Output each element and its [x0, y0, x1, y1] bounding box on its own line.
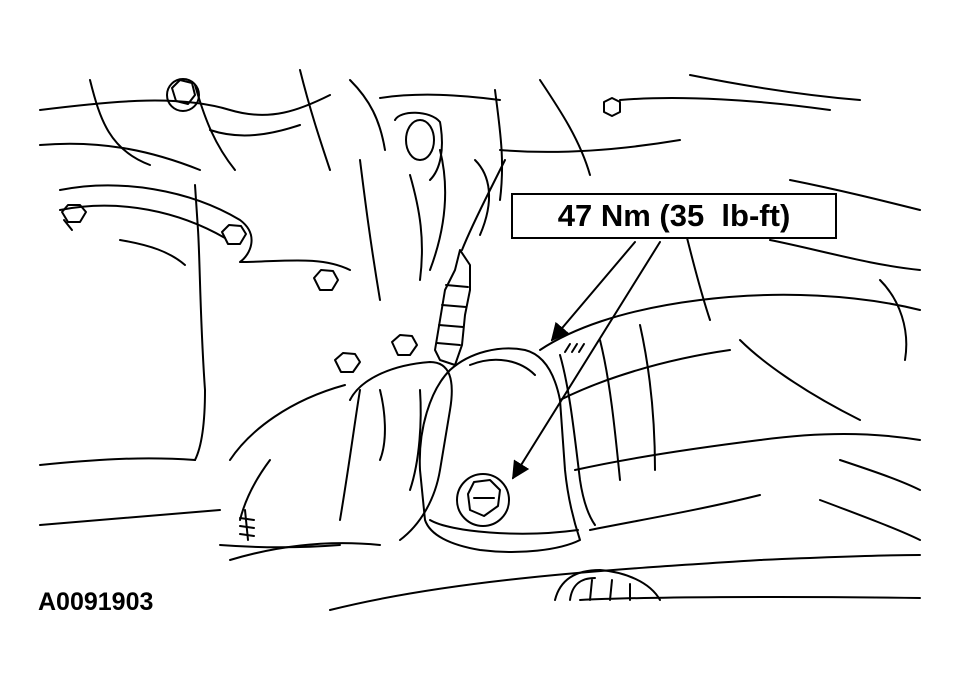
bolt-bracket-3 [314, 270, 338, 290]
leader-arrow-lower [513, 242, 660, 480]
engine-block-outline [40, 70, 502, 300]
catalyst-flange [420, 348, 580, 552]
lower-heat-shield [40, 458, 920, 610]
bolt-bracket-2 [222, 225, 246, 244]
figure-id: A0091903 [38, 588, 154, 616]
bolt-bracket-5 [335, 353, 360, 372]
stud-bolt-lower-left [240, 510, 254, 540]
bracket-left [60, 185, 350, 460]
exhaust-manifold [230, 362, 452, 560]
bolt-bracket-4 [392, 335, 417, 355]
leader-arrow-upper [550, 242, 635, 342]
torque-label: 47 Nm (35 lb-ft) [557, 198, 791, 233]
bolt-top-left [167, 79, 199, 111]
bolt-upper-right [604, 98, 620, 116]
oxygen-sensor [435, 160, 505, 365]
catalytic-converter [500, 75, 920, 540]
bolt-bracket-1 [62, 205, 86, 230]
callout-leaders [513, 242, 660, 480]
torque-callout-box: 47 Nm (35 lb-ft) [511, 193, 837, 239]
flange-nut [457, 474, 509, 526]
flex-joint-boot [555, 570, 660, 600]
